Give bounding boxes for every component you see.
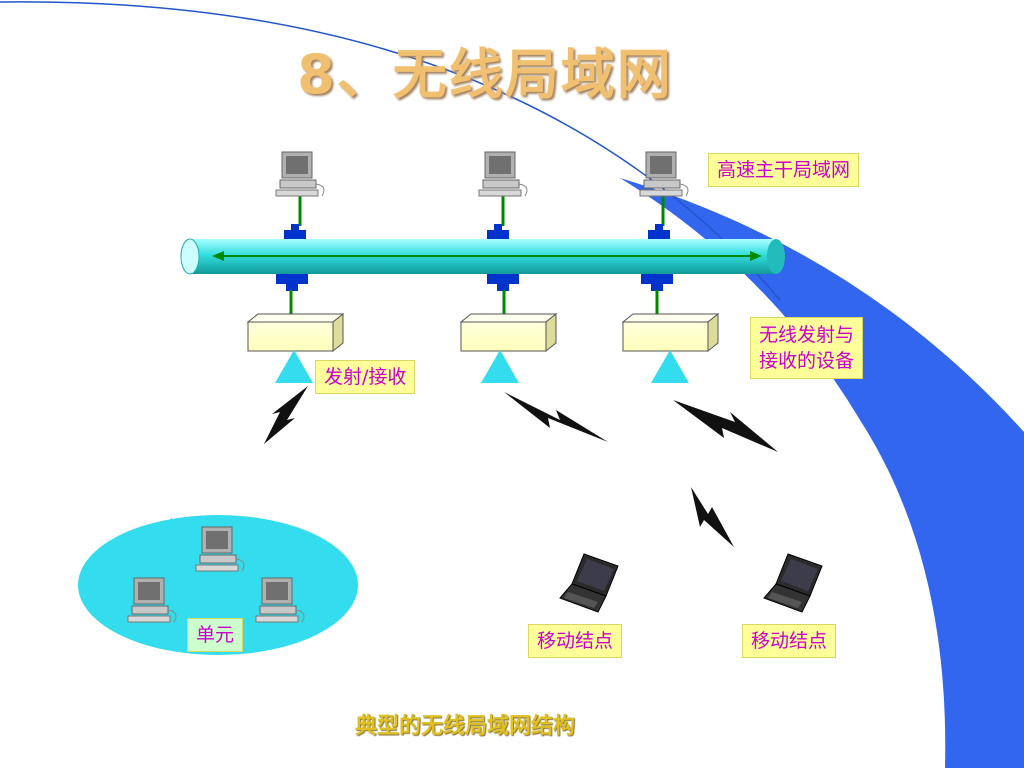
laptop-icon bbox=[559, 553, 619, 613]
desktop-pc-icon bbox=[195, 526, 245, 572]
desktop-pc-icon bbox=[639, 151, 689, 197]
unit-label: 单元 bbox=[187, 618, 244, 652]
desktop-pc-icon bbox=[478, 151, 528, 197]
device-label-line1: 无线发射与 bbox=[759, 324, 855, 346]
top-connectors bbox=[284, 224, 670, 239]
diagram-caption: 典型的无线局域网结构 bbox=[354, 714, 575, 739]
laptop-icon bbox=[763, 553, 823, 613]
antenna-icons bbox=[275, 350, 689, 383]
bottom-connectors bbox=[276, 274, 673, 291]
desktop-pc-icon bbox=[255, 577, 305, 623]
access-point-boxes bbox=[246, 312, 720, 353]
backbone-label: 高速主干局域网 bbox=[708, 153, 860, 187]
slide-title: 8、无线局域网 bbox=[297, 43, 673, 106]
transceiver-label: 发射/接收 bbox=[315, 360, 416, 394]
mobile-node-label-1: 移动结点 bbox=[528, 624, 623, 658]
device-label-line2: 接收的设备 bbox=[759, 350, 855, 372]
mobile-node-label-2: 移动结点 bbox=[742, 624, 837, 658]
top-links bbox=[298, 195, 665, 226]
device-label: 无线发射与 接收的设备 bbox=[750, 317, 864, 379]
desktop-pc-icon bbox=[275, 151, 325, 197]
backbone-tube bbox=[180, 238, 785, 275]
desktop-pc-icon bbox=[127, 577, 177, 623]
